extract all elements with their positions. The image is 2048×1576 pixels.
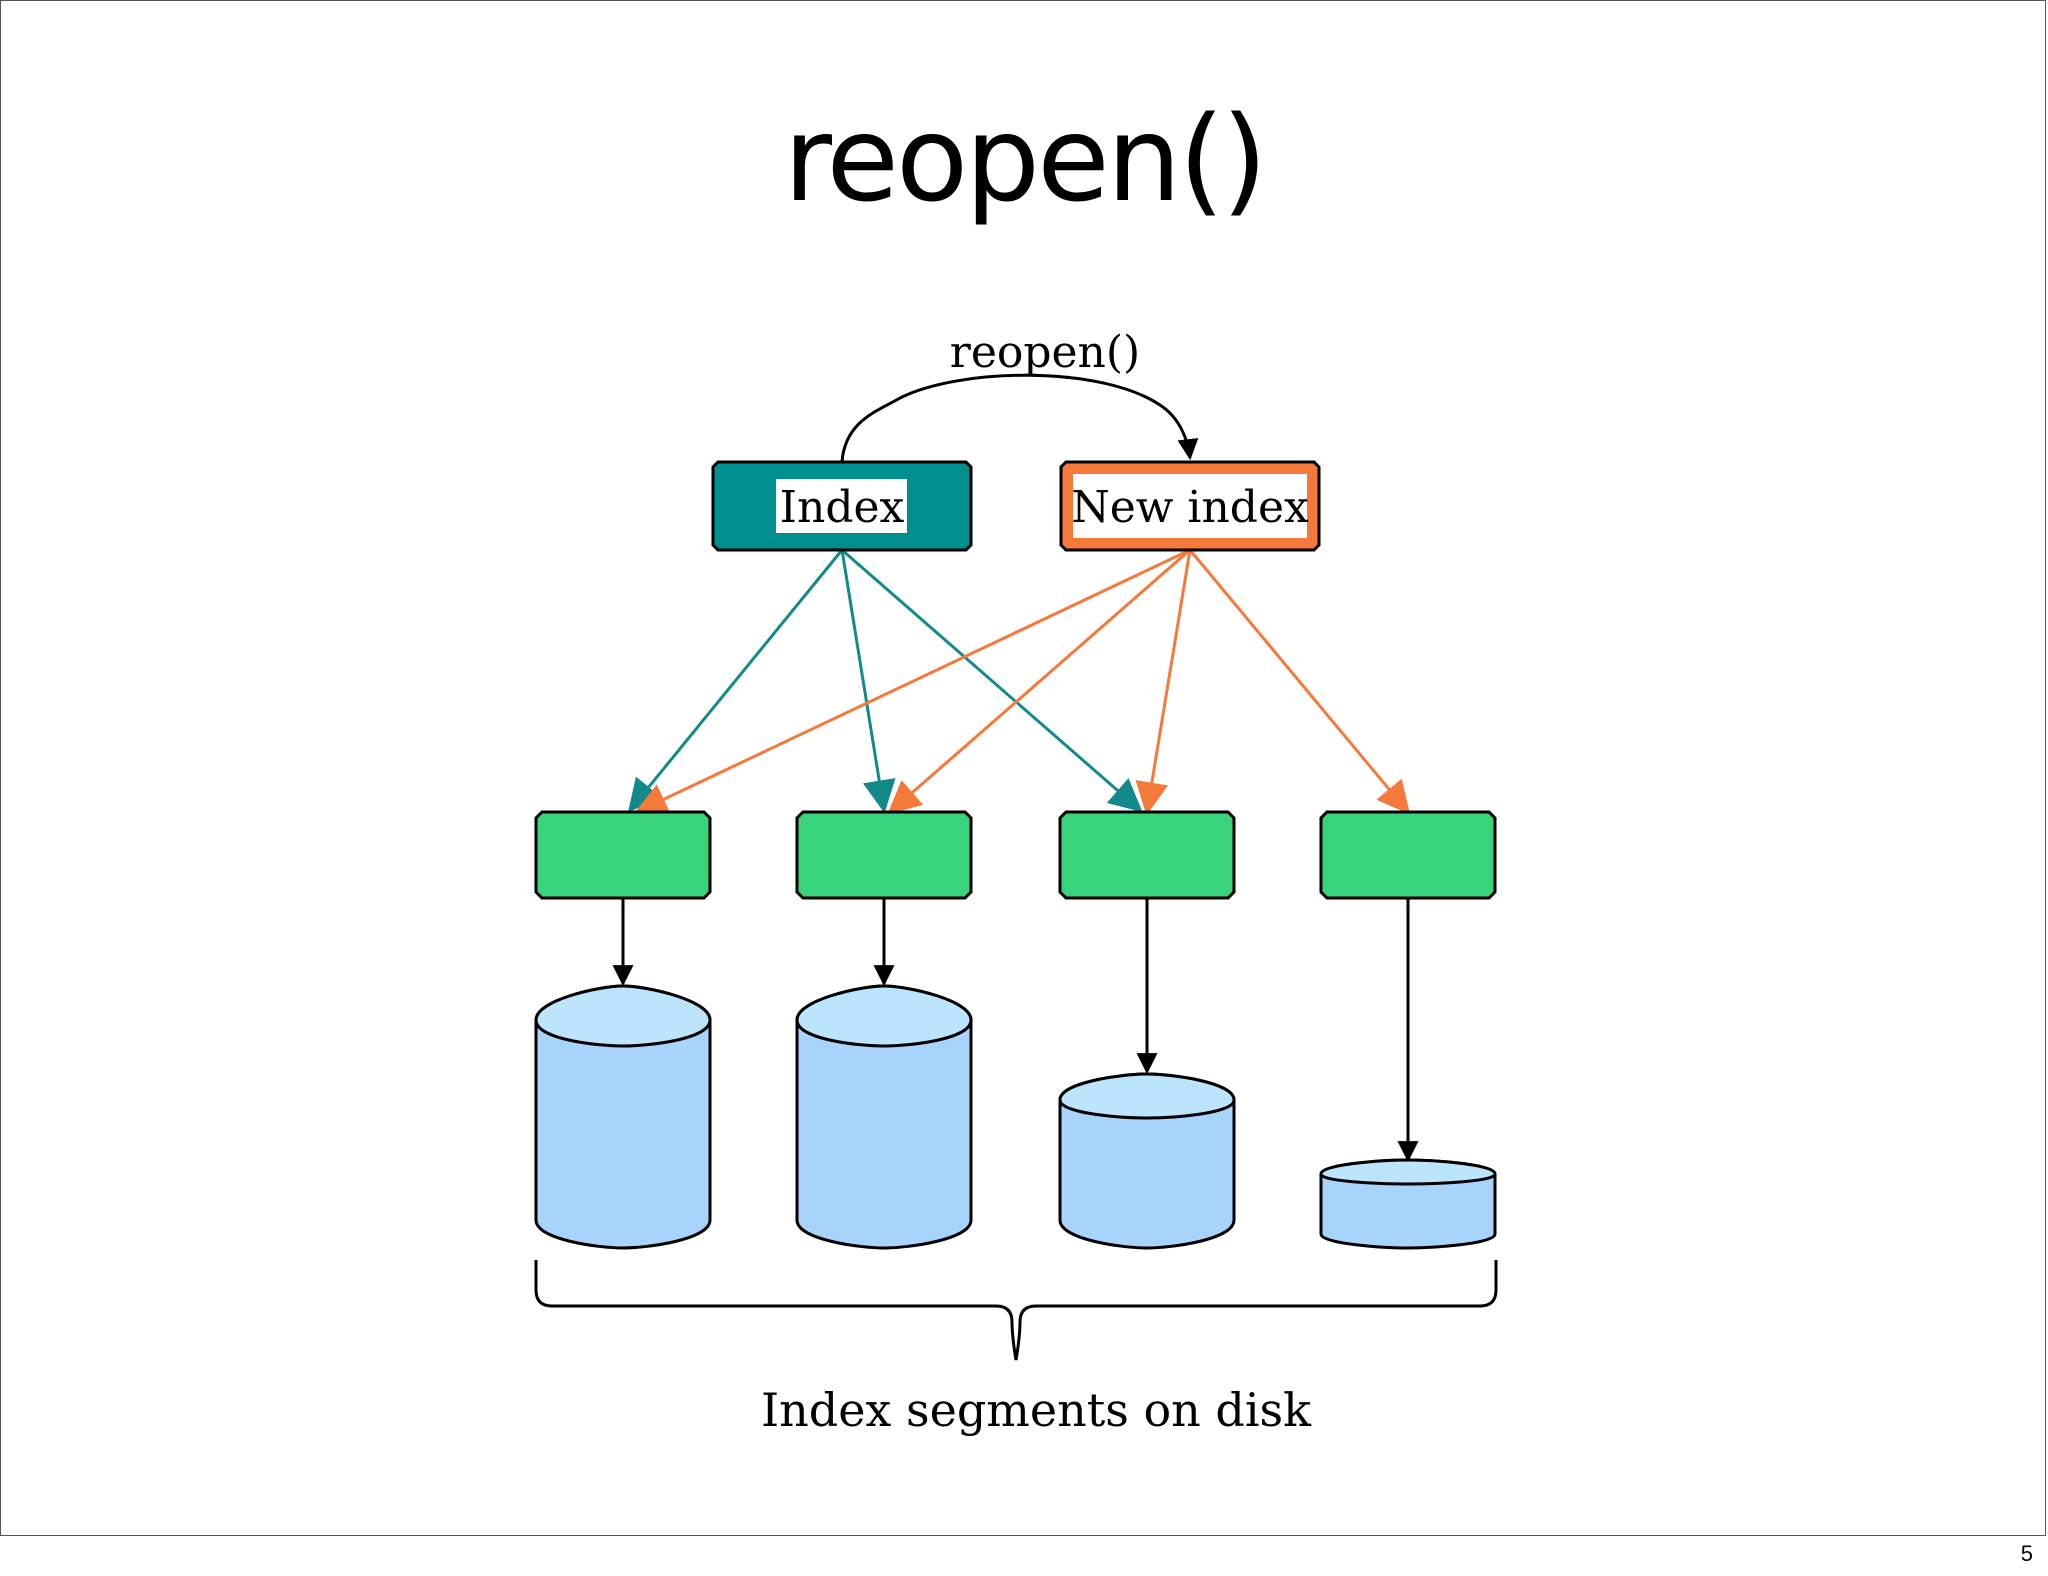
segment-2 [795,810,973,1250]
edge-new-index-segment-3 [1135,549,1192,816]
segment-box [534,810,712,900]
edge-index-segment-3 [841,548,1143,813]
edge-index-segment-2 [840,549,896,814]
segment-box [1319,810,1497,900]
disk-caption: Index segments on disk [761,1383,1312,1437]
segment-3 [1058,810,1236,1250]
segment-1 [534,810,712,1250]
new-index-edges [634,548,1411,816]
segment-box [1058,810,1236,900]
slide-title: reopen() [783,90,1267,228]
index-edges [627,548,1143,814]
edge-new-index-segment-1 [634,548,1191,815]
new-index-node: New index [1059,460,1321,552]
arc-label: reopen() [950,327,1140,378]
edge-index-segment-1 [627,549,844,813]
slide: reopen() [0,0,2046,1536]
index-node: Index [711,460,973,552]
new-index-label: New index [1071,482,1309,533]
segment-4 [1319,810,1497,1250]
segments-brace [534,1260,1498,1361]
edge-new-index-segment-2 [887,548,1191,815]
reopen-arc [840,373,1199,463]
edge-new-index-segment-4 [1188,549,1411,815]
page-number: 5 [2020,1541,2033,1566]
segment-box [795,810,973,900]
index-label: Index [780,482,905,533]
